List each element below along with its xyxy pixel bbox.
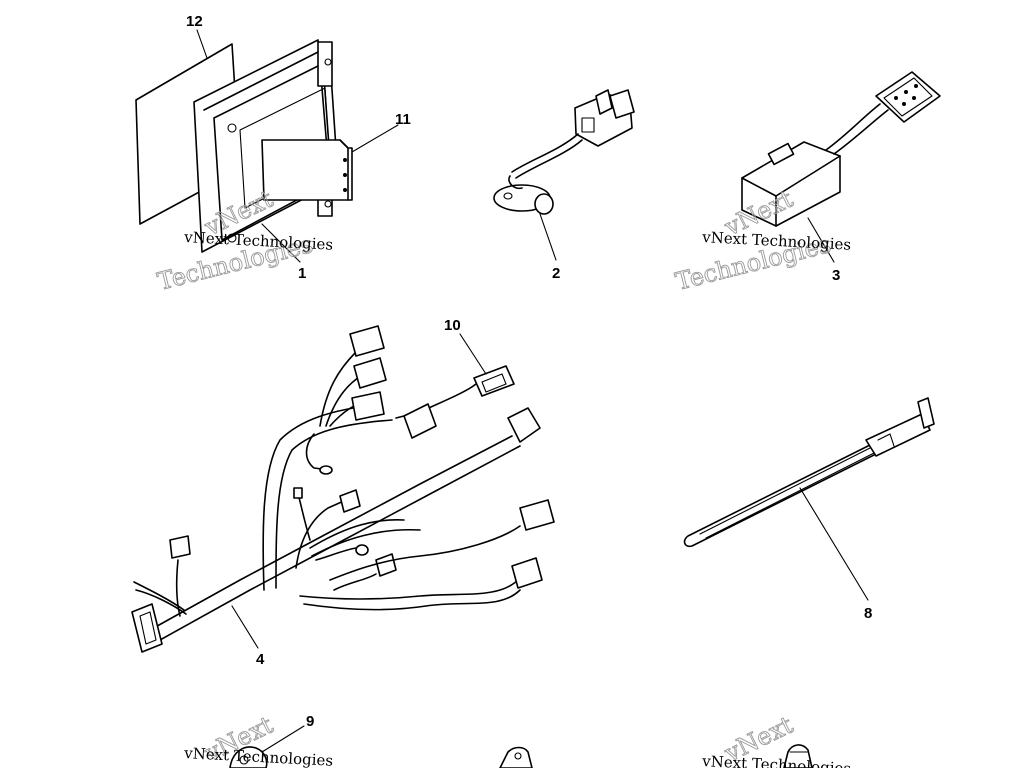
- callout-11: 11: [395, 111, 411, 128]
- part-3-relay-box: [741, 71, 941, 227]
- watermark-text: vNext Technologies: [183, 744, 334, 768]
- part-4-wiring-harness: [131, 325, 555, 653]
- callout-12: 12: [186, 13, 203, 30]
- watermark-text: vNext Technologies: [701, 752, 852, 768]
- leader-lines-group-b: [231, 333, 487, 649]
- callout-2: 2: [552, 265, 560, 282]
- callout-1: 1: [298, 265, 306, 282]
- part-9-partial: [229, 746, 268, 768]
- bottom-center-part-partial: [499, 746, 533, 768]
- watermark-top-right: Technologies vNext vNext Technologies: [672, 184, 851, 296]
- callout-8: 8: [864, 605, 872, 622]
- watermark-bottom-right: vNext vNext Technologies: [701, 710, 852, 768]
- leader-2: [539, 213, 557, 261]
- callout-10: 10: [444, 317, 461, 334]
- bottom-right-part-partial: [783, 744, 813, 768]
- leader-3: [807, 217, 835, 263]
- part-11-bracket: [261, 139, 353, 201]
- leader-9: [261, 725, 305, 753]
- callout-3: 3: [832, 267, 840, 284]
- callout-9: 9: [306, 713, 314, 730]
- part-2-sensor: [493, 89, 635, 215]
- part-8-cable-tie: [683, 397, 935, 548]
- leader-lines-group-a: [196, 29, 399, 263]
- callout-4: 4: [256, 651, 265, 668]
- leader-8: [799, 487, 869, 601]
